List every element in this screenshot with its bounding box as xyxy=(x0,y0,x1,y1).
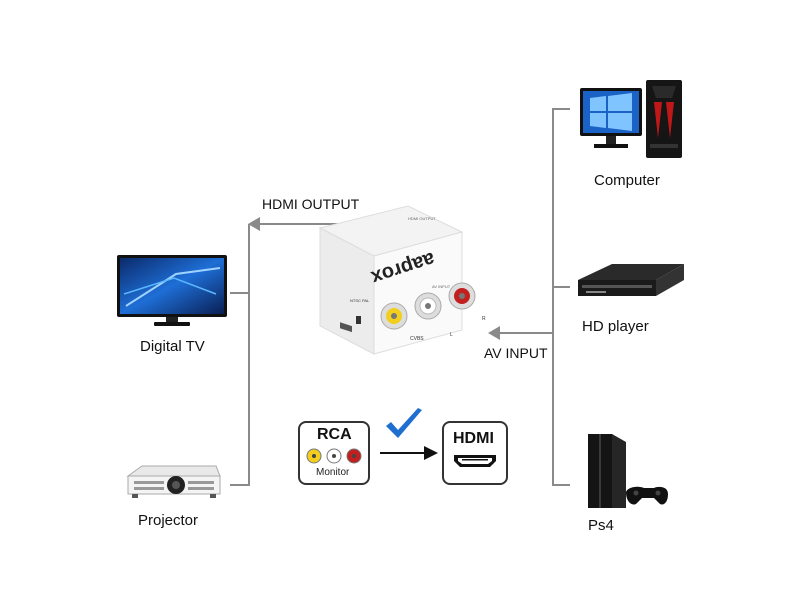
ps4-icon xyxy=(588,434,668,508)
connector-top-arrow-line xyxy=(258,223,346,225)
tv-icon xyxy=(117,255,227,326)
computer-icon xyxy=(580,80,682,158)
rca-box: RCA Monitor xyxy=(298,421,370,485)
rca-box-subtitle: Monitor xyxy=(316,467,350,478)
rca-box-title: RCA xyxy=(317,426,352,443)
connector-projector-horizontal xyxy=(230,484,250,486)
connector-tv-horizontal xyxy=(230,292,250,294)
device-cvbs-label: CVBS xyxy=(410,336,424,342)
connector-hdplayer-horizontal xyxy=(552,286,570,288)
hdmi-port-icon xyxy=(454,455,496,467)
converter-body-icon xyxy=(318,205,476,355)
ps4-label: Ps4 xyxy=(588,517,614,534)
hd-player-label: HD player xyxy=(582,318,649,335)
projector-label: Projector xyxy=(138,512,199,529)
digital-tv-label: Digital TV xyxy=(140,338,205,355)
device-r-label: R xyxy=(482,316,486,322)
arrow-av-input-head-icon xyxy=(488,326,500,340)
arrow-left-head-icon xyxy=(248,217,260,231)
hd-player-icon xyxy=(578,264,684,296)
arrow-right-icon xyxy=(380,446,438,460)
rca-jacks-icon xyxy=(306,448,362,464)
connector-computer-horizontal xyxy=(552,108,570,110)
converter-device: aaprox HDMI OUTPUT AV INPUT CVBS L R NTS… xyxy=(290,204,500,374)
connector-ps4-horizontal xyxy=(552,484,570,486)
device-ntsc-pal-label: NTSC PAL xyxy=(350,298,370,303)
computer-label: Computer xyxy=(594,172,660,189)
device-l-label: L xyxy=(450,332,453,338)
hdmi-output-label: HDMI OUTPUT xyxy=(262,196,360,212)
device-input-text: AV INPUT xyxy=(432,284,451,289)
connector-av-input-line xyxy=(498,332,554,334)
connector-right-vertical xyxy=(552,108,554,486)
projector-icon xyxy=(126,465,221,498)
hdmi-box-title: HDMI xyxy=(453,430,494,447)
connector-left-vertical xyxy=(248,224,250,486)
checkmark-icon xyxy=(386,408,422,438)
hdmi-box: HDMI xyxy=(442,421,508,485)
av-input-label: AV INPUT xyxy=(484,345,548,361)
device-hdmi-output-text: HDMI OUTPUT xyxy=(408,216,436,221)
